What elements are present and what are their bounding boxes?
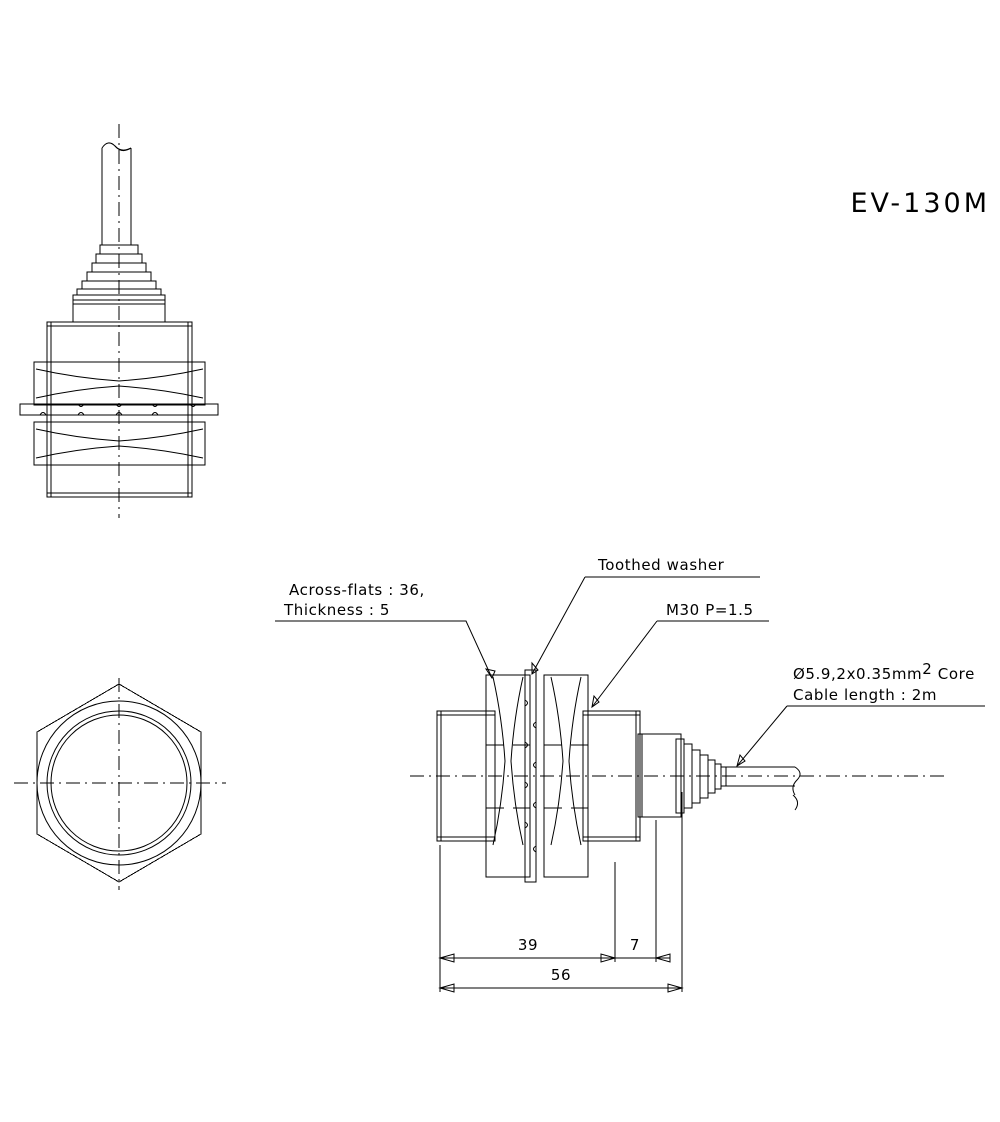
dimension-set: 39 7 56 <box>438 792 684 993</box>
annotation-toothed-washer: Toothed washer <box>531 556 760 675</box>
cable-spec-label: Ø5.9,2x0.35mm2 Core <box>793 660 975 683</box>
toothed-washer-leader <box>531 576 586 675</box>
rear-hex-nut <box>543 674 589 878</box>
top-elevation-view <box>19 124 219 518</box>
dim-39-arrow-left <box>438 953 455 963</box>
strain-relief-side <box>675 738 727 814</box>
cable-spec-main: Ø5.9,2x0.35mm <box>793 665 922 683</box>
strain-relief-top-view <box>72 244 166 301</box>
part-number-title: EV-130M <box>850 188 990 219</box>
cable-length-label: Cable length : 2m <box>793 686 937 704</box>
dim-56-value: 56 <box>551 966 571 984</box>
front-hex-nut <box>485 674 531 878</box>
cable-top-view <box>101 142 132 245</box>
dimension-7: 7 <box>615 936 671 963</box>
cable-leader <box>736 705 788 767</box>
cable-spec-superscript: 2 <box>922 660 932 678</box>
across-flats-arrowhead <box>484 668 496 680</box>
cable-side <box>726 766 801 811</box>
thread-leader <box>591 620 658 708</box>
across-flats-leader <box>275 620 493 679</box>
thread-arrowhead <box>591 694 600 709</box>
hex-chamfer-circle <box>36 700 202 866</box>
cable-arrowhead <box>736 753 746 768</box>
rear-cap-side <box>637 733 682 818</box>
dim-7-value: 7 <box>630 936 640 954</box>
annotation-across-flats: Across-flats : 36, Thickness : 5 <box>275 581 496 680</box>
annotation-thread: M30 P=1.5 <box>591 601 769 709</box>
dim-39-arrow-right <box>600 953 617 963</box>
hex-outline <box>36 683 202 883</box>
across-flats-label-line1: Across-flats : 36, <box>289 581 425 599</box>
across-flats-label-line2: Thickness : 5 <box>283 601 390 619</box>
dim-56-arrow-left <box>438 983 455 993</box>
dim-7-arrow <box>654 953 671 963</box>
toothed-washer-side <box>524 669 537 883</box>
dim-39-value: 39 <box>518 936 538 954</box>
front-hexagon-view <box>14 678 226 890</box>
side-section-view <box>410 669 945 883</box>
thread-label: M30 P=1.5 <box>666 601 754 619</box>
dimension-39: 39 <box>438 936 617 963</box>
sensor-body-top-view <box>46 321 193 498</box>
upper-hex-nut-top-view <box>33 361 206 406</box>
cable-spec-tail: Core <box>932 665 975 683</box>
sensing-face-body <box>436 710 496 842</box>
toothed-washer-arrowhead <box>531 661 539 675</box>
threaded-barrel <box>582 710 641 842</box>
thread-major-circle <box>46 710 192 856</box>
lower-hex-nut-top-view <box>33 421 206 466</box>
dim-56-arrow-right <box>667 983 684 993</box>
toothed-washer-top-view <box>19 403 219 416</box>
thread-minor-circle <box>50 714 188 852</box>
annotation-cable: Ø5.9,2x0.35mm2 Core Cable length : 2m <box>736 660 985 768</box>
dimension-56: 56 <box>438 966 684 993</box>
toothed-washer-label: Toothed washer <box>597 556 725 574</box>
